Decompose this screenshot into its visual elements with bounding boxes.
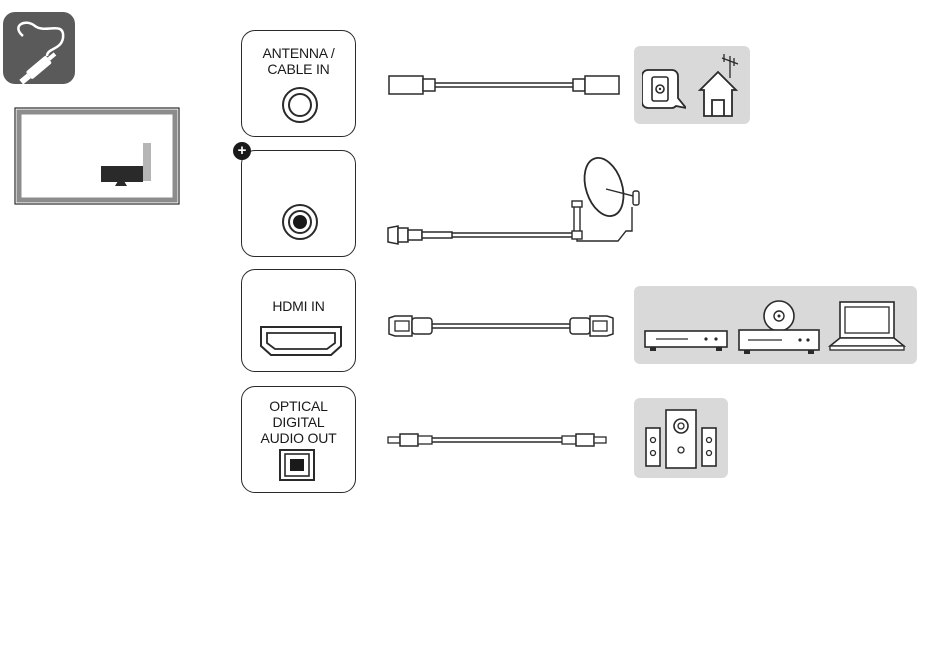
- satellite-dish-icon: [566, 155, 648, 247]
- set-top-box-icon: [644, 330, 728, 354]
- tv-rear-port-location-icon: [14, 107, 180, 205]
- hdmi-port-icon: [258, 324, 344, 358]
- coaxial-cable-icon: [388, 72, 620, 98]
- dvd-player-icon: [738, 296, 820, 356]
- coaxial-port-icon: [281, 86, 319, 124]
- cable-connection-icon: [3, 12, 75, 84]
- optical-cable-icon: [386, 429, 608, 451]
- optical-port-panel: OPTICAL DIGITAL AUDIO OUT: [241, 386, 356, 493]
- optical-device-panel: [634, 398, 728, 478]
- satellite-port-panel: [241, 150, 356, 257]
- satellite-cable-icon: [384, 222, 584, 248]
- antenna-port-panel: ANTENNA / CABLE IN: [241, 30, 356, 137]
- hdmi-port-panel: HDMI IN: [241, 269, 356, 372]
- optical-port-icon: [278, 448, 316, 482]
- hdmi-cable-icon: [386, 312, 616, 340]
- satellite-port-icon: [281, 203, 319, 241]
- speaker-system-icon: [642, 408, 720, 470]
- house-antenna-icon: [694, 50, 744, 118]
- wall-antenna-outlet-icon: [642, 68, 686, 116]
- antenna-port-label: ANTENNA / CABLE IN: [242, 45, 355, 77]
- plus-badge-icon: +: [233, 142, 251, 160]
- plus-badge-text: +: [238, 142, 247, 159]
- optical-port-label: OPTICAL DIGITAL AUDIO OUT: [242, 398, 355, 446]
- hdmi-port-label: HDMI IN: [242, 298, 355, 314]
- antenna-device-panel: [634, 46, 750, 124]
- hdmi-device-panel: [634, 286, 917, 364]
- laptop-icon: [828, 300, 906, 352]
